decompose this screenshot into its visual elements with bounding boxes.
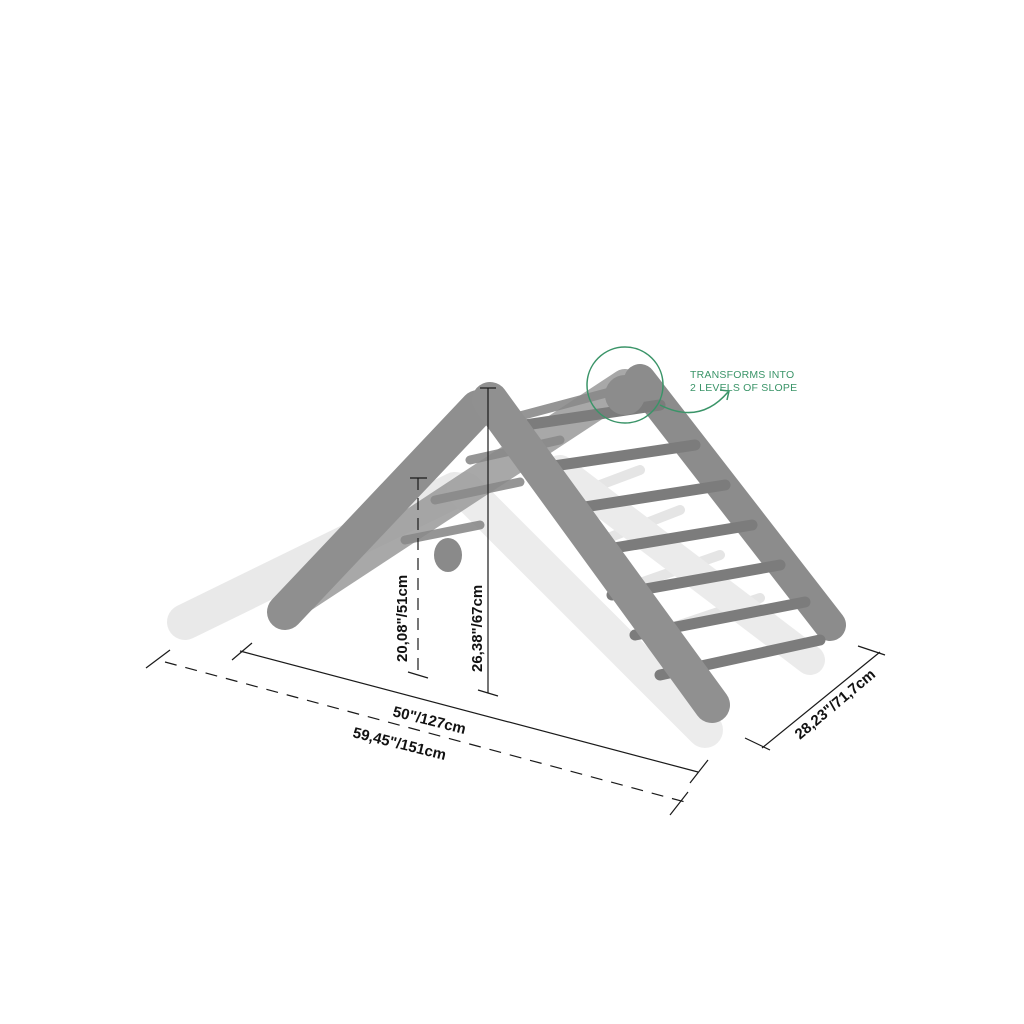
dimension-lines: [145, 387, 886, 816]
callout-line-2: 2 LEVELS OF SLOPE: [690, 382, 797, 394]
slope-callout: TRANSFORMS INTO 2 LEVELS OF SLOPE: [586, 346, 797, 424]
callout-line-1: TRANSFORMS INTO: [690, 369, 794, 381]
callout-circle: [586, 346, 664, 424]
callout-arrow-icon: [659, 391, 729, 414]
height-low-label: 20,08"/51cm: [394, 575, 411, 662]
height-high-label: 26,38"/67cm: [469, 585, 486, 672]
main-configuration: [267, 364, 846, 723]
depth-label: 28,23"/71,7cm: [792, 666, 879, 743]
